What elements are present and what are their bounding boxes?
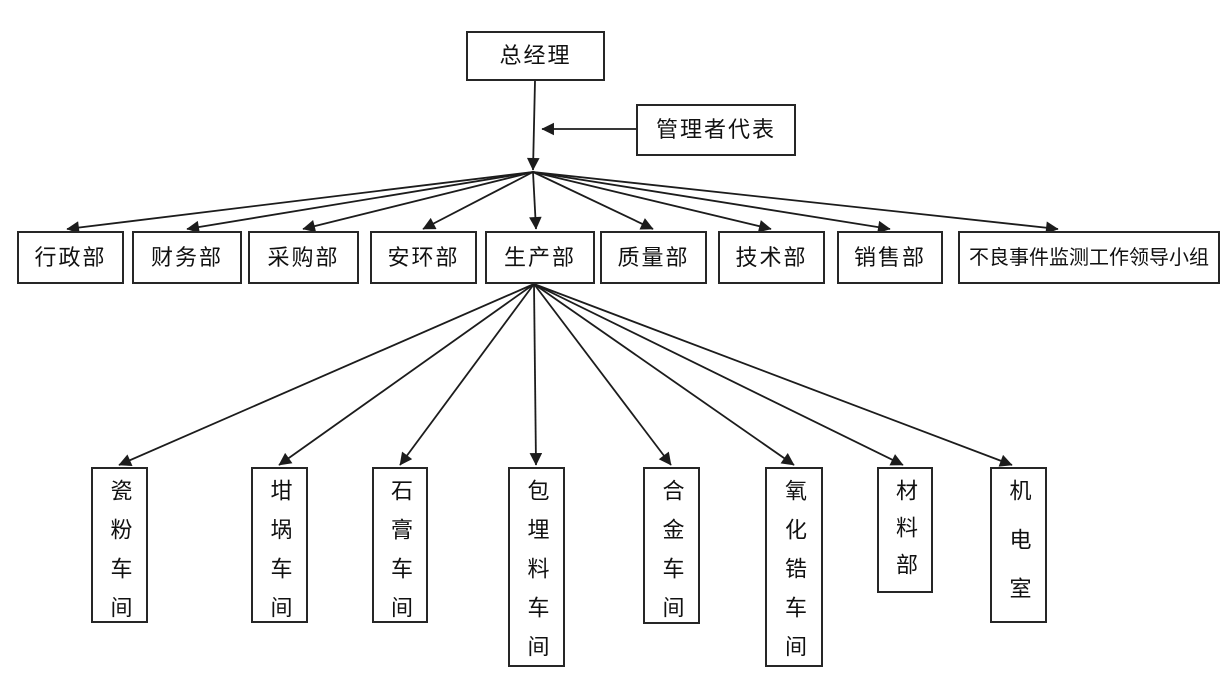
org-box-porcelain-powder-workshop: 瓷粉车间 (91, 467, 148, 635)
org-box-investment-material-workshop: 包埋料车间 (508, 467, 565, 674)
org-box-management-representative: 管理者代表 (636, 104, 796, 156)
org-box-adverse-event-monitoring-group: 不良事件监测工作领导小组 (958, 231, 1220, 284)
org-box-dept-sales: 销售部 (837, 231, 943, 284)
org-box-materials-department: 材料部 (877, 467, 933, 593)
org-box-alloy-workshop: 合金车间 (643, 467, 700, 635)
org-box-gypsum-workshop: 石膏车间 (372, 467, 428, 635)
org-box-dept-quality: 质量部 (600, 231, 707, 284)
org-box-dept-purchasing: 采购部 (248, 231, 359, 284)
org-box-dept-technology: 技术部 (718, 231, 825, 284)
org-box-general-manager: 总经理 (466, 31, 605, 81)
org-box-mechanical-electrical-room: 机电室 (990, 467, 1047, 626)
org-box-dept-safety-environment: 安环部 (370, 231, 477, 284)
org-box-dept-finance: 财务部 (132, 231, 242, 284)
org-box-zirconia-workshop: 氧化锆车间 (765, 467, 823, 674)
org-box-dept-production: 生产部 (485, 231, 595, 284)
org-box-dept-administration: 行政部 (17, 231, 124, 284)
org-box-crucible-workshop: 坩埚车间 (251, 467, 308, 635)
